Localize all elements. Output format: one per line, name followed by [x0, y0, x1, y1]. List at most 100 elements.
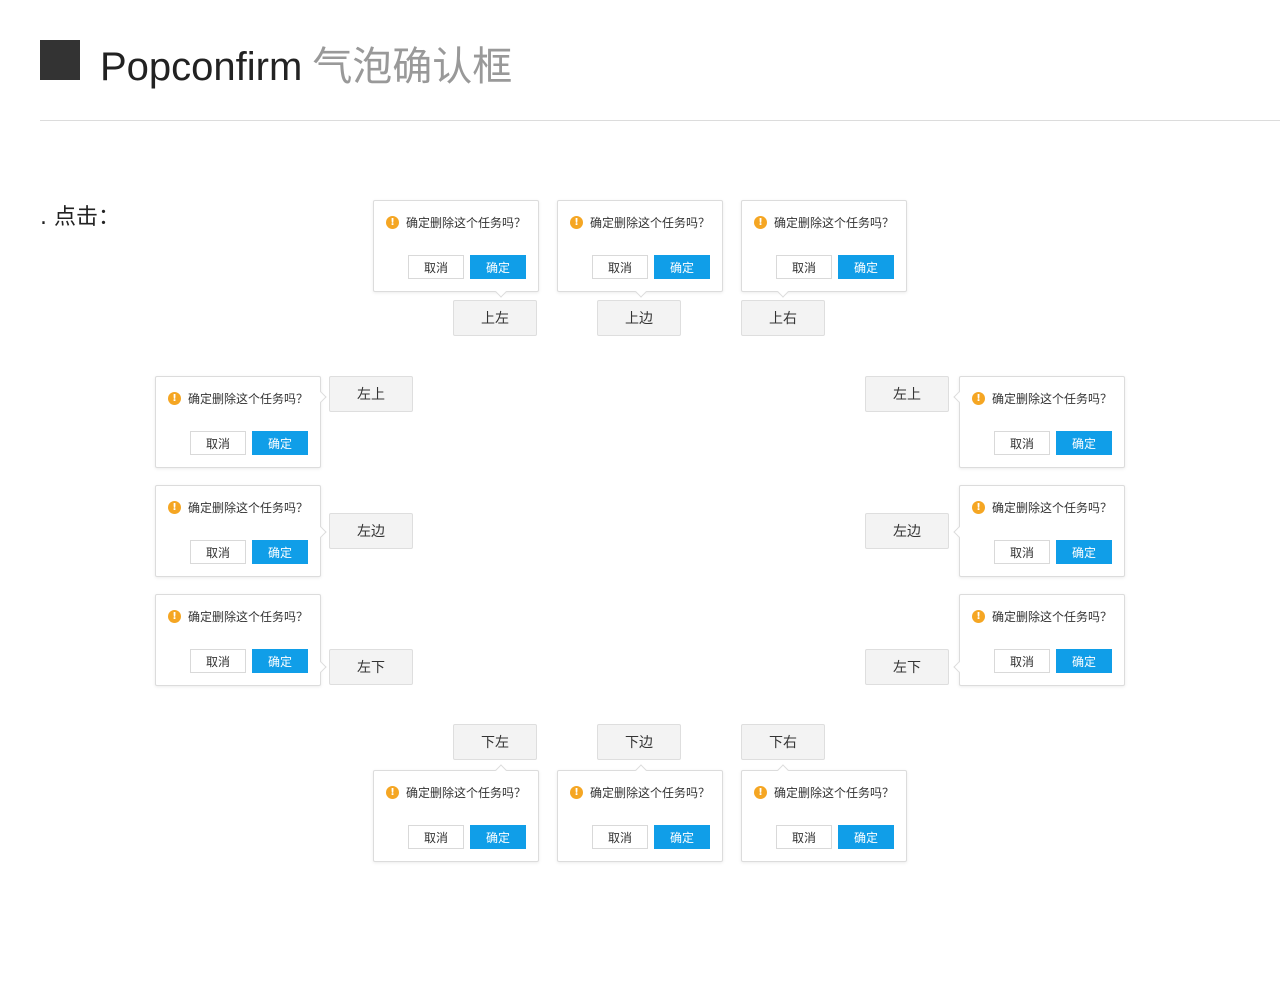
- trigger-button-top[interactable]: 上边: [597, 300, 681, 336]
- exclamation-circle-icon: !: [972, 610, 985, 623]
- trigger-button-right-top[interactable]: 左上: [865, 376, 949, 412]
- popconfirm-arrow: [315, 526, 327, 538]
- popconfirm-message: ! 确定删除这个任务吗？: [570, 784, 710, 801]
- popconfirm-arrow: [315, 391, 327, 403]
- cancel-button[interactable]: 取消: [994, 540, 1050, 564]
- exclamation-circle-icon: !: [972, 392, 985, 405]
- popconfirm-arrow: [953, 391, 965, 403]
- confirm-button[interactable]: 确定: [1056, 431, 1112, 455]
- cancel-button[interactable]: 取消: [408, 255, 464, 279]
- exclamation-circle-icon: !: [972, 501, 985, 514]
- popconfirm-top-right: ! 确定删除这个任务吗？ 取消确定: [741, 200, 907, 298]
- exclamation-circle-icon: !: [570, 786, 583, 799]
- popconfirm-left: ! 确定删除这个任务吗？ 取消确定: [155, 485, 327, 577]
- popconfirm-top-left: ! 确定删除这个任务吗？ 取消确定: [373, 200, 539, 298]
- popconfirm-right-bottom: ! 确定删除这个任务吗？ 取消确定: [953, 594, 1125, 686]
- popconfirm-message-text: 确定删除这个任务吗？: [406, 786, 527, 800]
- trigger-button-bottom-left[interactable]: 下左: [453, 724, 537, 760]
- popconfirm-top: ! 确定删除这个任务吗？ 取消确定: [557, 200, 723, 298]
- popconfirm-message: !确定删除这个任务吗？: [168, 608, 308, 625]
- confirm-button[interactable]: 确定: [654, 255, 710, 279]
- popconfirm-message: ! 确定删除这个任务吗？: [972, 390, 1112, 407]
- exclamation-circle-icon: !: [754, 786, 767, 799]
- popconfirm-message-text: 确定删除这个任务吗？: [188, 501, 309, 515]
- popconfirm-message: ! 确定删除这个任务吗？: [972, 499, 1112, 516]
- popconfirm-arrow: [315, 661, 327, 673]
- confirm-button[interactable]: 确定: [252, 540, 308, 564]
- popconfirm-message: ! 确定删除这个任务吗？: [168, 499, 308, 516]
- cancel-button[interactable]: 取消: [190, 540, 246, 564]
- popconfirm-message: ! 确定删除这个任务吗？: [168, 390, 308, 407]
- popconfirm-message: ! 确定删除这个任务吗？: [972, 608, 1112, 625]
- cancel-button[interactable]: 取消: [408, 825, 464, 849]
- popconfirm-message-text: 确定删除这个任务吗？: [992, 501, 1113, 515]
- trigger-button-top-left[interactable]: 上左: [453, 300, 537, 336]
- popconfirm-message-text: 确定删除这个任务吗？: [992, 392, 1113, 406]
- popconfirm-right: ! 确定删除这个任务吗？ 取消确定: [953, 485, 1125, 577]
- popconfirm-arrow: [635, 764, 647, 776]
- popconfirm-message-text: 确定删除这个任务吗？: [774, 216, 895, 230]
- trigger-button-left-top[interactable]: 左上: [329, 376, 413, 412]
- trigger-button-bottom[interactable]: 下边: [597, 724, 681, 760]
- exclamation-circle-icon: !: [168, 392, 181, 405]
- cancel-button[interactable]: 取消: [776, 255, 832, 279]
- popconfirm-message: ! 确定删除这个任务吗？: [754, 214, 894, 231]
- page-subtitle: 气泡确认框: [312, 45, 513, 89]
- trigger-button-top-right[interactable]: 上右: [741, 300, 825, 336]
- trigger-button-left-bottom[interactable]: 左下: [329, 649, 413, 685]
- popconfirm-message-text: 确定删除这个任务吗？: [590, 786, 711, 800]
- trigger-button-right-bottom[interactable]: 左下: [865, 649, 949, 685]
- exclamation-circle-icon: !: [386, 786, 399, 799]
- header-divider: [40, 120, 1280, 121]
- cancel-button[interactable]: 取消: [994, 431, 1050, 455]
- trigger-button-right[interactable]: 左边: [865, 513, 949, 549]
- popconfirm-message-text: 确定删除这个任务吗？: [590, 216, 711, 230]
- confirm-button[interactable]: 确定: [1056, 649, 1112, 673]
- trigger-button-left[interactable]: 左边: [329, 513, 413, 549]
- popconfirm-message: ! 确定删除这个任务吗？: [386, 214, 526, 231]
- cancel-button[interactable]: 取消: [592, 255, 648, 279]
- popconfirm-arrow: [953, 661, 965, 673]
- cancel-button[interactable]: 取消: [994, 649, 1050, 673]
- exclamation-circle-icon: !: [168, 501, 181, 514]
- cancel-button[interactable]: 取消: [190, 649, 246, 673]
- confirm-button[interactable]: 确定: [838, 825, 894, 849]
- confirm-button[interactable]: 确定: [1056, 540, 1112, 564]
- section-label: . 点击：: [40, 205, 120, 230]
- popconfirm-message: ! 确定删除这个任务吗？: [570, 214, 710, 231]
- title-square-icon: [40, 40, 80, 80]
- popconfirm-arrow: [495, 764, 507, 776]
- cancel-button[interactable]: 取消: [190, 431, 246, 455]
- confirm-button[interactable]: 确定: [470, 255, 526, 279]
- exclamation-circle-icon: !: [168, 610, 181, 623]
- exclamation-circle-icon: !: [386, 216, 399, 229]
- popconfirm-arrow: [777, 286, 789, 298]
- popconfirm-bottom: ! 确定删除这个任务吗？ 取消确定: [557, 764, 723, 862]
- popconfirm-message: ! 确定删除这个任务吗？: [386, 784, 526, 801]
- confirm-button[interactable]: 确定: [252, 649, 308, 673]
- popconfirm-arrow: [635, 286, 647, 298]
- popconfirm-message-text: 确定删除这个任务吗？: [992, 610, 1113, 624]
- popconfirm-bottom-left: ! 确定删除这个任务吗？ 取消确定: [373, 764, 539, 862]
- confirm-button[interactable]: 确定: [838, 255, 894, 279]
- confirm-button[interactable]: 确定: [470, 825, 526, 849]
- popconfirm-arrow: [777, 764, 789, 776]
- popconfirm-right-top: ! 确定删除这个任务吗？ 取消确定: [953, 376, 1125, 468]
- confirm-button[interactable]: 确定: [654, 825, 710, 849]
- trigger-button-bottom-right[interactable]: 下右: [741, 724, 825, 760]
- popconfirm-left-bottom: !确定删除这个任务吗？ 取消确定: [155, 594, 327, 686]
- popconfirm-message: ! 确定删除这个任务吗？: [754, 784, 894, 801]
- cancel-button[interactable]: 取消: [776, 825, 832, 849]
- cancel-button[interactable]: 取消: [592, 825, 648, 849]
- popconfirm-bottom-right: ! 确定删除这个任务吗？ 取消确定: [741, 764, 907, 862]
- popconfirm-arrow: [495, 286, 507, 298]
- popconfirm-arrow: [953, 526, 965, 538]
- popconfirm-message-text: 确定删除这个任务吗？: [774, 786, 895, 800]
- popconfirm-message-text: 确定删除这个任务吗？: [188, 392, 309, 406]
- popconfirm-left-top: ! 确定删除这个任务吗？ 取消确定: [155, 376, 327, 468]
- popconfirm-message-text: 确定删除这个任务吗？: [406, 216, 527, 230]
- confirm-button[interactable]: 确定: [252, 431, 308, 455]
- exclamation-circle-icon: !: [570, 216, 583, 229]
- exclamation-circle-icon: !: [754, 216, 767, 229]
